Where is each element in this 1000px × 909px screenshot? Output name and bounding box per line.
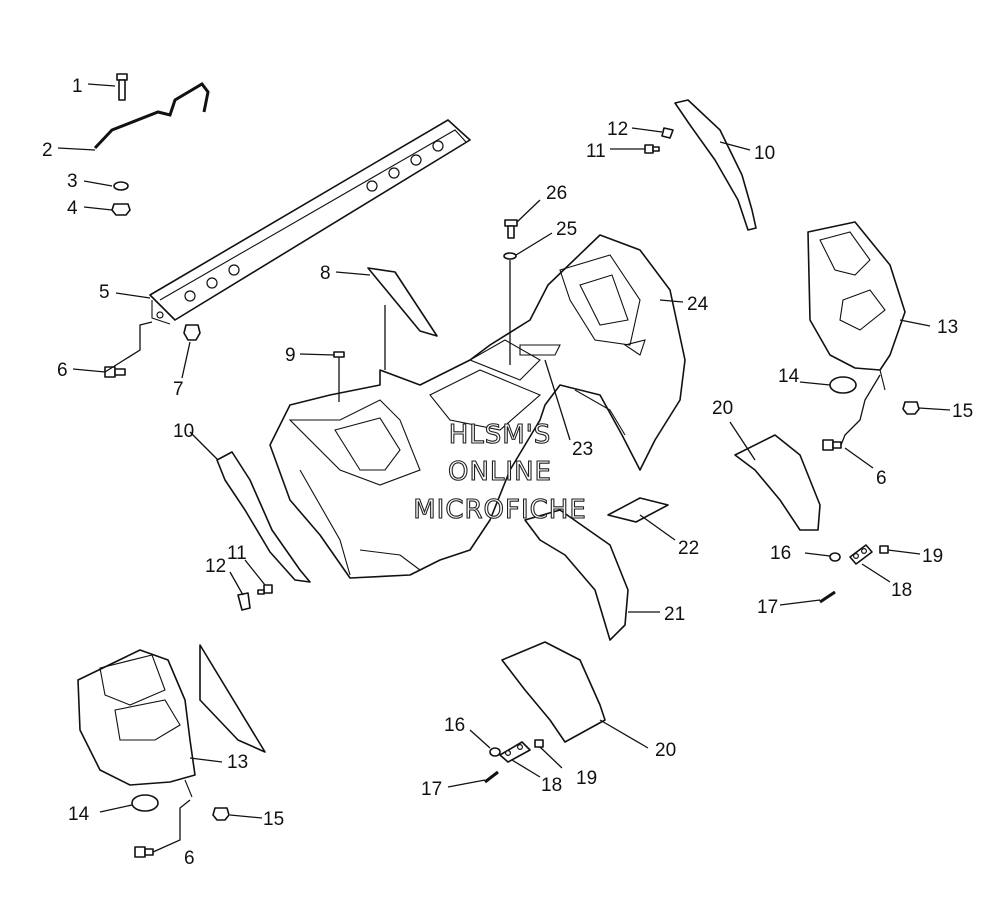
nut-part-16-lower (489, 747, 501, 757)
callout-18-right: 18 (891, 580, 912, 601)
callout-11-right: 11 (586, 141, 606, 162)
bolt-part-6-left (134, 846, 154, 858)
nut-part-15-right (902, 401, 920, 415)
plate-part-18-right (849, 544, 873, 565)
screw-part-17-right (819, 590, 836, 604)
nut-part-16-right (829, 552, 841, 562)
trim-strip-part-10-right (674, 99, 757, 231)
decal-part-22 (607, 497, 669, 523)
bolt-part-6-right (822, 439, 842, 451)
callout-6-upper: 6 (57, 360, 68, 381)
callout-25: 25 (556, 219, 577, 240)
screw-part-9 (333, 351, 345, 358)
callout-19-right: 19 (922, 546, 943, 567)
callout-13-right: 13 (937, 317, 958, 338)
callout-6-left: 6 (184, 848, 195, 869)
screw-part-11-left (257, 584, 273, 595)
pushpin-part-26 (504, 219, 518, 239)
watermark-line-2: ONLINE (448, 457, 552, 487)
callout-14-left: 14 (68, 804, 90, 825)
watermark: HLSM'S ONLINE MICROFICHE (413, 419, 587, 525)
bolt-part-1 (116, 73, 128, 101)
side-cover-part-13-right (807, 221, 906, 391)
callout-20-right: 20 (712, 398, 733, 419)
callout-14-right: 14 (778, 366, 800, 387)
rack-bar-part (149, 119, 471, 325)
bent-rod-part (93, 82, 210, 150)
callout-24: 24 (687, 294, 709, 315)
callout-15-right: 15 (952, 401, 973, 422)
callout-16-right: 16 (770, 543, 791, 564)
callout-13-left: 13 (227, 752, 248, 773)
inner-panel-part-13-left (199, 644, 266, 753)
callout-labels: 1 2 3 4 5 6 7 8 9 10 10 11 11 12 12 13 1… (42, 76, 973, 869)
leader-lines (57, 83, 951, 853)
callout-8: 8 (320, 263, 331, 284)
callout-18-lower: 18 (541, 775, 562, 796)
callout-21: 21 (664, 604, 685, 625)
callout-16-lower: 16 (444, 715, 465, 736)
callout-10-right: 10 (754, 143, 775, 164)
flap-part-20-right (734, 434, 821, 531)
cap-part-14-right (829, 376, 857, 394)
callout-3: 3 (67, 171, 78, 192)
callout-15-left: 15 (263, 809, 284, 830)
washer-part-25 (503, 252, 517, 260)
trim-strip-part-10-left (216, 451, 311, 583)
callout-1: 1 (72, 76, 83, 97)
callout-20-lower: 20 (655, 740, 676, 761)
callout-7: 7 (173, 379, 184, 400)
washer-part-3 (113, 181, 129, 191)
callout-4: 4 (67, 198, 78, 219)
callout-9: 9 (285, 345, 296, 366)
callout-19-lower: 19 (576, 768, 597, 789)
callout-17-right: 17 (757, 597, 778, 618)
callout-26: 26 (546, 183, 567, 204)
watermark-line-1: HLSM'S (449, 420, 552, 450)
mud-flap-part-21 (524, 509, 629, 641)
screw-part-11-right (644, 144, 660, 154)
side-cover-part-13-left (77, 649, 196, 798)
screw-part-17-lower (484, 770, 499, 784)
clip-part-12-left (237, 592, 251, 611)
callout-10-left: 10 (173, 421, 194, 442)
callout-12-right: 12 (607, 119, 628, 140)
watermark-line-3: MICROFICHE (413, 495, 587, 525)
pin-part-19-right (879, 545, 889, 554)
callout-23: 23 (572, 439, 593, 460)
clip-part-12-right (661, 127, 674, 139)
flap-part-20-lower (501, 641, 606, 743)
bolt-part-6-upper (104, 366, 126, 378)
nut-part-7 (183, 324, 201, 341)
callout-5: 5 (99, 282, 110, 303)
callout-11-left: 11 (227, 543, 247, 564)
panel-part-8 (367, 267, 438, 337)
callout-6-right: 6 (876, 468, 887, 489)
callout-17-lower: 17 (421, 779, 442, 800)
callout-2: 2 (42, 140, 53, 161)
rear-fender-body (269, 234, 686, 579)
cap-part-14-left (131, 794, 159, 812)
callout-12-left: 12 (205, 556, 226, 577)
callout-22: 22 (678, 538, 699, 559)
plate-part-18-lower (499, 741, 531, 763)
nut-part-15-left (212, 807, 230, 821)
nut-part-4 (111, 203, 131, 216)
pin-part-19-lower (534, 739, 544, 748)
